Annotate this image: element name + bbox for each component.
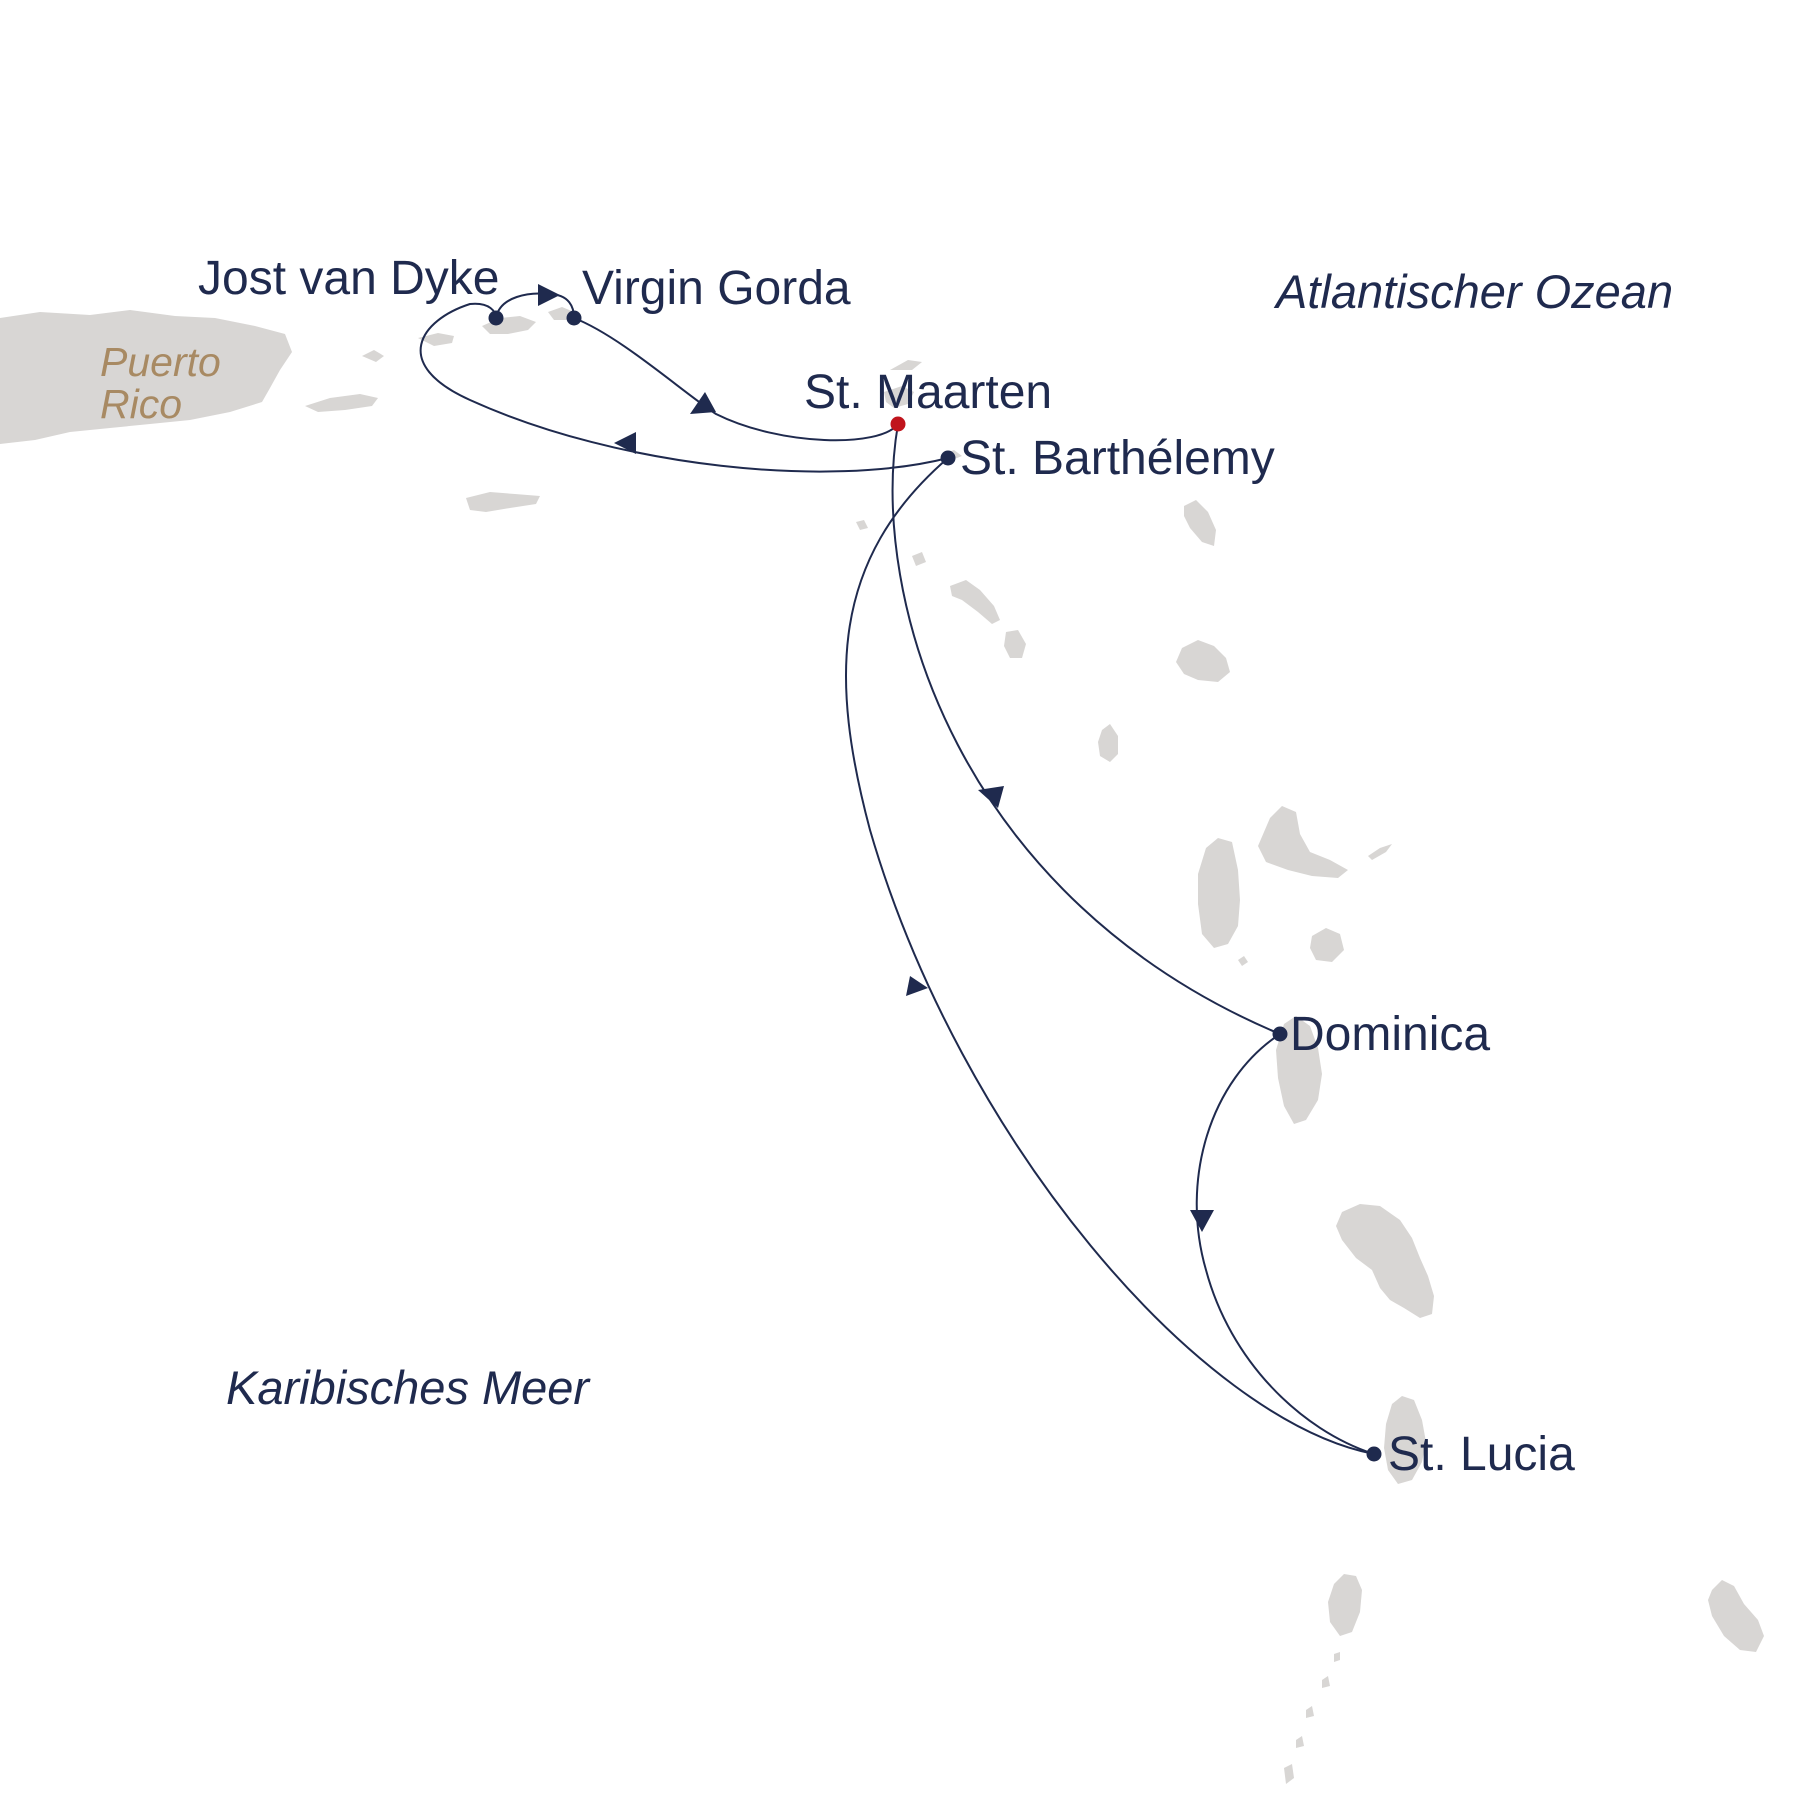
country-label-puerto-rico-line1: Puerto <box>100 339 221 385</box>
route-st-barthelemy-to-jost-van-dyke <box>419 302 949 473</box>
arrow-triangle-icon <box>614 432 636 454</box>
port-label-st-maarten: St. Maarten <box>804 366 1052 419</box>
island-vieques <box>305 394 378 412</box>
route-arrows <box>538 284 1214 1232</box>
port-marker-st-maarten-start <box>890 416 906 432</box>
island-culebra <box>362 350 384 362</box>
island-st-lucia <box>1384 1396 1426 1484</box>
route-st-lucia-to-st-barthelemy <box>845 457 1375 1455</box>
port-label-st-barthelemy: St. Barthélemy <box>960 432 1275 485</box>
island-st-thomas <box>418 333 454 346</box>
port-marker-st-lucia <box>1366 1446 1382 1462</box>
island-les-saintes <box>1238 956 1248 966</box>
arrow-triangle-icon <box>538 284 560 306</box>
island-marie-galante <box>1310 928 1344 962</box>
island-st-vincent <box>1328 1574 1362 1636</box>
route-st-maarten-to-dominica <box>891 423 1281 1035</box>
sea-label-caribbean: Karibisches Meer <box>226 1361 591 1414</box>
island-saba <box>856 520 868 530</box>
island-anguilla <box>890 360 922 370</box>
route-virgin-gorda-to-st-maarten <box>573 317 899 442</box>
island-nevis <box>1004 630 1026 658</box>
map-labels: Atlantischer Ozean Karibisches Meer Puer… <box>100 252 1673 1481</box>
island-dominica <box>1276 1016 1322 1124</box>
island-barbuda <box>1184 500 1216 546</box>
island-st-maarten <box>884 386 914 408</box>
arrow-triangle-icon <box>978 786 1004 808</box>
island-antigua <box>1176 640 1230 682</box>
island-martinique <box>1336 1204 1434 1318</box>
island-puerto-rico <box>0 310 292 444</box>
port-marker-st-barthelemy <box>940 450 956 466</box>
arrow-triangle-icon <box>906 976 928 996</box>
sea-label-atlantic: Atlantischer Ozean <box>1273 265 1673 318</box>
island-st-kitts <box>950 580 1000 624</box>
cruise-route <box>419 292 1375 1455</box>
country-label-puerto-rico-line2: Rico <box>100 381 182 427</box>
port-marker-jost-van-dyke <box>488 310 504 326</box>
port-marker-dominica <box>1272 1026 1288 1042</box>
port-label-virgin-gorda: Virgin Gorda <box>582 262 851 315</box>
port-label-dominica: Dominica <box>1290 1008 1490 1061</box>
port-markers <box>488 310 1382 1462</box>
route-dominica-to-st-lucia <box>1195 1033 1375 1455</box>
island-st-eustatius <box>912 552 926 566</box>
island-guadeloupe <box>1198 806 1348 948</box>
port-marker-virgin-gorda <box>566 310 582 326</box>
port-label-jost-van-dyke: Jost van Dyke <box>198 252 499 305</box>
port-label-st-lucia: St. Lucia <box>1388 1428 1575 1481</box>
arrow-triangle-icon <box>690 392 716 414</box>
island-montserrat <box>1098 724 1118 762</box>
land-masses <box>0 307 1764 1784</box>
island-grenadines <box>1284 1652 1340 1784</box>
island-la-desirade <box>1368 844 1392 860</box>
island-st-croix <box>466 492 540 512</box>
island-barbados <box>1708 1580 1764 1652</box>
arrow-triangle-icon <box>1190 1210 1214 1232</box>
